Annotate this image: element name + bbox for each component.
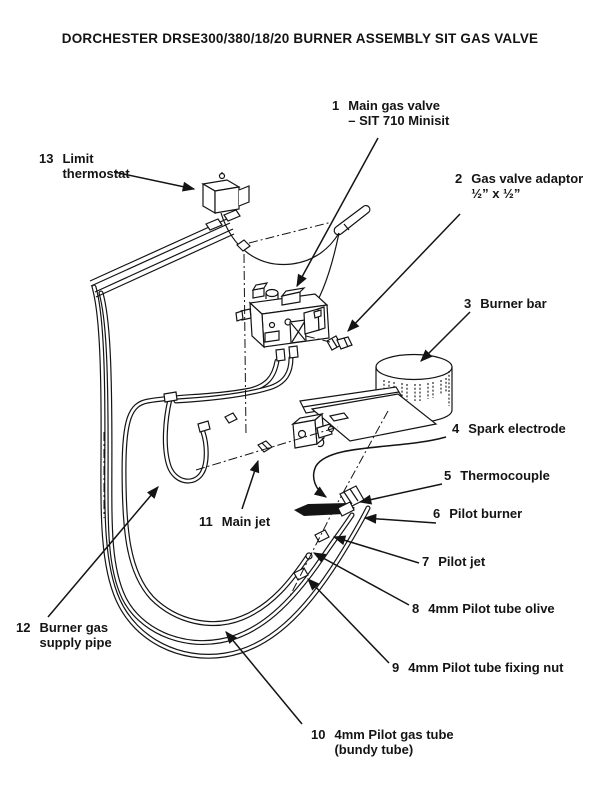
- part-label-4: 4 Spark electrode: [452, 421, 566, 436]
- lead-1: [296, 137, 379, 288]
- main-jet: [257, 440, 273, 453]
- part-label-5: 5 Thermocouple: [444, 468, 550, 483]
- lead-4: [312, 436, 447, 498]
- lead-9: [307, 578, 390, 664]
- part-label-11: 11 Main jet: [199, 514, 271, 529]
- burner-supply-elbow: [162, 391, 238, 484]
- part-label-8: 8 4mm Pilot tube olive: [412, 601, 555, 616]
- lead-12: [47, 486, 159, 618]
- page-title: DORCHESTER DRSE300/380/18/20 BURNER ASSE…: [61, 31, 539, 46]
- lead-8: [312, 552, 410, 606]
- gas-valve-adaptor: [326, 335, 353, 351]
- part-label-3: 3 Burner bar: [464, 296, 547, 311]
- lead-13: [113, 171, 196, 192]
- lead-3: [420, 311, 471, 362]
- lead-7: [332, 535, 420, 564]
- lead-2: [347, 213, 461, 332]
- spark-electrode: [290, 412, 335, 449]
- lead-lines: [47, 137, 471, 725]
- main-gas-valve: [235, 282, 330, 362]
- capillary-probe: [220, 204, 371, 319]
- pipe-loop: [91, 284, 371, 659]
- lead-10: [225, 631, 303, 725]
- lead-11: [241, 459, 260, 510]
- part-label-10: 10 4mm Pilot gas tube(bundy tube): [311, 727, 454, 757]
- centerlines: [103, 221, 389, 599]
- burner-arm: [299, 386, 438, 442]
- part-label-9: 9 4mm Pilot tube fixing nut: [392, 660, 564, 675]
- part-label-6: 6 Pilot burner: [433, 506, 523, 521]
- capillary-rail: [89, 209, 241, 298]
- part-label-7: 7 Pilot jet: [422, 554, 486, 569]
- limit-thermostat: [201, 172, 250, 215]
- part-label-1: 1 Main gas valve– SIT 710 Minisit: [332, 98, 450, 128]
- lead-5: [358, 483, 443, 505]
- lead-6: [363, 513, 437, 524]
